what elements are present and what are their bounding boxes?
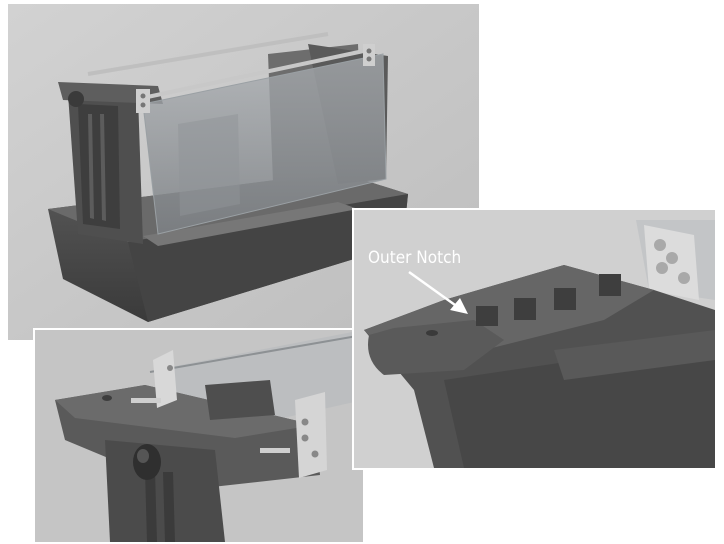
bracket-detail-photo [33,328,365,544]
outer-notch-detail-photo: Outer Notch [352,208,717,470]
outer-notch-label: Outer Notch [368,248,462,268]
main-product-photo [8,4,479,340]
